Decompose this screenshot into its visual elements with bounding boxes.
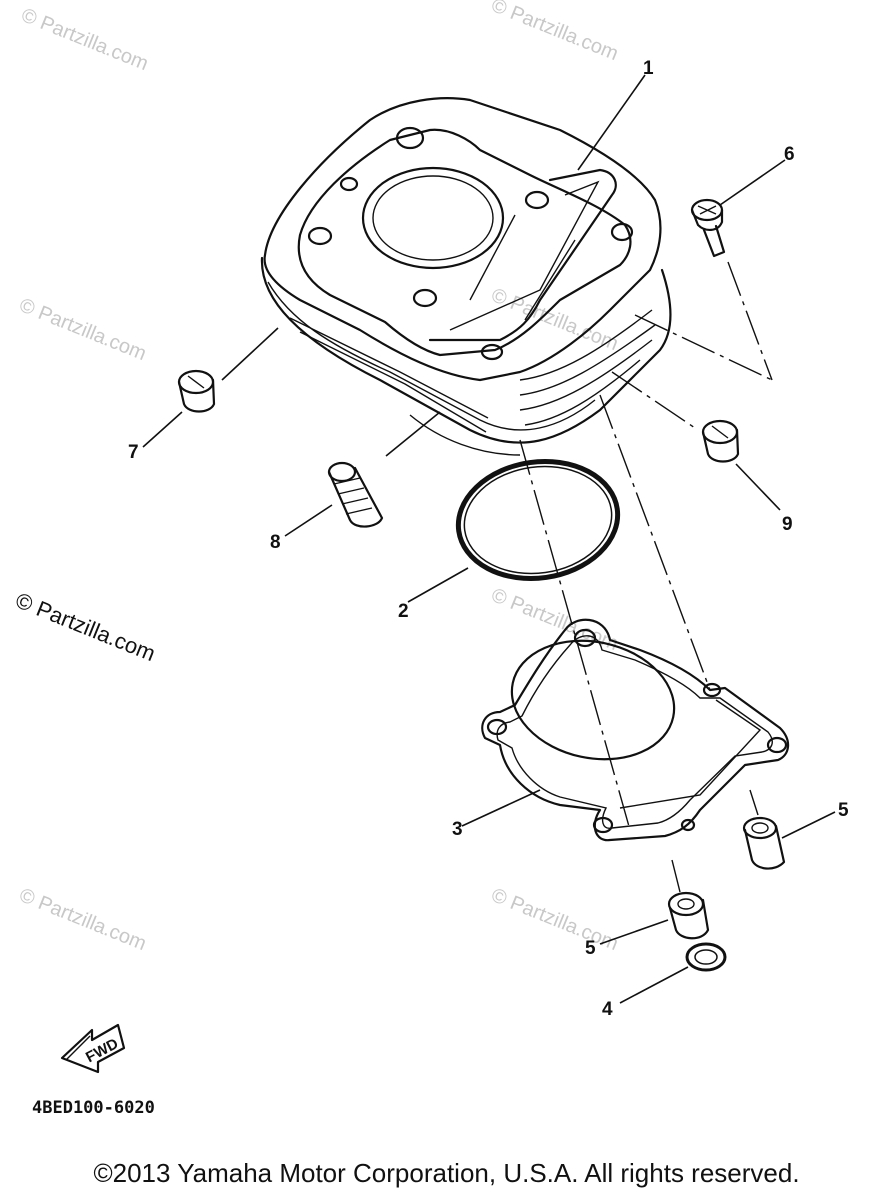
fwd-label: FWD [83, 1035, 121, 1066]
parts-diagram: © Partzilla.com © Partzilla.com © Partzi… [12, 0, 849, 1118]
callout-labels: 1 2 3 4 5 5 6 7 8 9 [128, 58, 849, 1020]
watermarks: © Partzilla.com © Partzilla.com © Partzi… [12, 0, 621, 955]
alignment-lines [519, 261, 773, 893]
stud-part-left [177, 369, 216, 413]
watermark-bottom-center: © Partzilla.com [488, 884, 621, 955]
callout-6: 6 [784, 144, 795, 165]
callout-4: 4 [602, 999, 613, 1020]
callout-8: 8 [270, 532, 281, 553]
watermark-bottom-left: © Partzilla.com [16, 884, 149, 955]
stud-part-long [327, 461, 384, 528]
callout-1: 1 [643, 58, 654, 79]
fwd-arrow-icon: FWD [60, 1023, 126, 1074]
bolt-part [690, 198, 726, 258]
copyright-notice: ©2013 Yamaha Motor Corporation, U.S.A. A… [93, 1158, 800, 1188]
callout-5-lower: 5 [585, 938, 596, 959]
callout-9: 9 [782, 514, 793, 535]
o-ring-part [455, 458, 621, 582]
callout-7: 7 [128, 442, 139, 463]
watermark-top-left: © Partzilla.com [18, 4, 151, 75]
callout-3: 3 [452, 819, 463, 840]
cylinder-part [260, 97, 672, 456]
base-gasket-part [481, 618, 790, 842]
washer-part [685, 942, 727, 972]
watermark-main: © Partzilla.com [12, 587, 159, 666]
dowel-pin-part-a [742, 816, 786, 870]
watermark-top-center: © Partzilla.com [488, 0, 621, 65]
callout-5-right: 5 [838, 800, 849, 821]
watermark-mid-left: © Partzilla.com [16, 294, 149, 365]
callout-2: 2 [398, 601, 409, 622]
dowel-pin-part-b [667, 891, 710, 940]
diagram-code: 4BED100-6020 [32, 1098, 155, 1118]
stud-part-right [701, 419, 740, 463]
leader-lines [142, 74, 836, 1004]
